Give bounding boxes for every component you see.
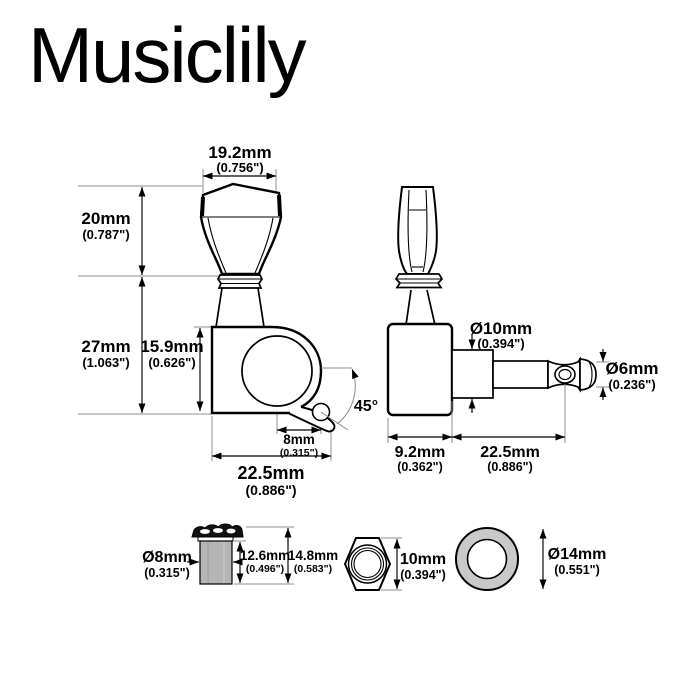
label-housing-height-in: (0.626") <box>148 355 195 370</box>
washer-part: Ø14mm (0.551") <box>455 527 607 591</box>
label-screw-offset-in: (0.315") <box>280 447 318 459</box>
label-nut-size-mm: 10mm <box>400 551 446 568</box>
label-washer-dia-in: (0.551") <box>554 563 600 577</box>
label-thread-dia-mm: Ø8mm <box>142 549 192 566</box>
label-housing-width-in: (0.886") <box>246 482 297 498</box>
hex-nut-part: 10mm (0.394") <box>343 537 446 591</box>
label-button-width-mm: 19.2mm <box>208 143 271 162</box>
hex-nut-outline <box>343 537 392 591</box>
label-tip-dia-in: (0.236") <box>608 377 655 392</box>
angle-arc <box>336 368 359 425</box>
flange-scallop <box>200 529 210 534</box>
flange-scallop <box>213 528 223 533</box>
label-post-dia-in: (0.394") <box>477 336 524 351</box>
button-edge-shade <box>277 194 282 217</box>
label-housing-width-mm: 22.5mm <box>237 463 304 483</box>
button-facet-line <box>207 217 227 274</box>
label-post-length-mm: 22.5mm <box>480 444 540 461</box>
label-bushing-total-mm: 14.8mm <box>288 548 338 563</box>
label-housing-depth-mm: 9.2mm <box>395 444 446 461</box>
label-post-length-in: (0.886") <box>487 460 533 474</box>
button-stem-side <box>405 289 412 326</box>
cap-curve <box>588 361 593 388</box>
label-ear-angle: 45° <box>354 398 378 415</box>
tuner-front-view: 19.2mm (0.756") 20mm (0.787") 27mm (1.06… <box>78 143 378 498</box>
string-hole-inner <box>558 368 572 381</box>
bushing-threaded-body <box>199 540 233 585</box>
label-body-height-in: (0.496") <box>246 563 284 575</box>
button-stem <box>257 287 265 328</box>
string-post-cap <box>579 358 597 391</box>
label-tip-dia-mm: Ø6mm <box>606 359 659 378</box>
tuner-button-front <box>199 182 283 276</box>
tuner-side-view: Ø10mm (0.394") Ø6mm (0.236") 9.2mm (0.36… <box>386 186 659 474</box>
label-total-height-mm: 27mm <box>81 337 130 356</box>
button-facet-line <box>254 217 274 274</box>
nut-circle-mid <box>350 547 385 581</box>
label-body-height-mm: 12.6mm <box>240 548 290 563</box>
tuner-button-side <box>397 186 438 275</box>
button-stem <box>215 287 223 328</box>
label-washer-dia-mm: Ø14mm <box>548 546 607 563</box>
label-button-height-mm: 20mm <box>81 209 130 228</box>
angle-leader <box>320 411 349 431</box>
label-housing-depth-in: (0.362") <box>397 460 443 474</box>
button-facet-line <box>422 189 428 273</box>
string-post <box>492 360 549 389</box>
label-post-dia-mm: Ø10mm <box>470 319 532 338</box>
button-collar <box>217 274 263 289</box>
button-collar-side <box>394 273 444 289</box>
label-button-height-in: (0.787") <box>82 227 129 242</box>
button-edge-shade <box>200 196 205 217</box>
gear-cover-circle <box>241 335 313 407</box>
label-screw-offset-mm: 8mm <box>283 432 315 447</box>
bushing-part: Ø8mm (0.315") 12.6mm (0.496") 14.8mm (0.… <box>142 523 338 585</box>
post-base-cylinder <box>451 349 494 399</box>
brand-logo: Musiclily <box>28 11 307 99</box>
nut-thread-circle <box>353 549 382 579</box>
nut-circle-outer <box>347 544 388 584</box>
tuner-housing-side <box>386 322 454 417</box>
button-facet-line <box>407 189 413 273</box>
washer-hole <box>466 538 508 580</box>
button-stem-side <box>426 289 436 326</box>
label-bushing-total-in: (0.583") <box>294 563 332 575</box>
flange-scallop <box>226 528 236 534</box>
label-thread-dia-in: (0.315") <box>144 566 190 580</box>
label-button-width-in: (0.756") <box>216 160 263 175</box>
label-housing-height-mm: 15.9mm <box>140 337 203 356</box>
label-nut-size-in: (0.394") <box>400 568 446 582</box>
label-total-height-in: (1.063") <box>82 355 129 370</box>
